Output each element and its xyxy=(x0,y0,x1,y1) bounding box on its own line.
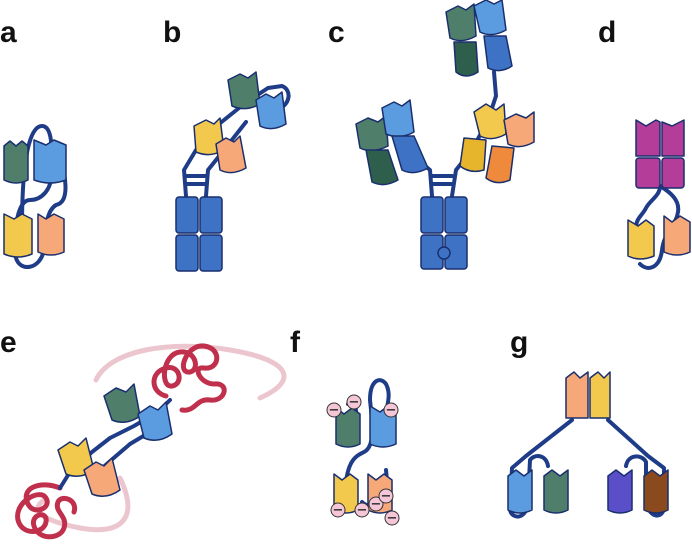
cl-domain-e xyxy=(83,457,121,497)
charge-7: − xyxy=(378,488,394,504)
construct-d xyxy=(627,119,691,270)
vh-domain-e xyxy=(103,383,141,423)
cl-domain-b xyxy=(215,135,247,174)
charge-7-symbol: − xyxy=(381,489,392,504)
charge-5-symbol: − xyxy=(357,503,368,518)
ch1-domain-c-right xyxy=(473,103,507,140)
knob-hole-c xyxy=(437,246,451,260)
cl-domain-d xyxy=(663,215,691,256)
vl-domain-b xyxy=(255,91,287,130)
panel-e: e xyxy=(0,326,287,540)
vl-domain-c-top xyxy=(473,0,507,36)
cl-domain-g xyxy=(565,371,589,419)
ch1-domain-d xyxy=(627,219,655,260)
vl-domain-c-left xyxy=(381,99,415,138)
charge-2-symbol: − xyxy=(349,395,360,410)
charge-3-symbol: − xyxy=(386,403,397,418)
panel-g: g xyxy=(507,326,669,519)
ch1-domain-a xyxy=(3,213,33,258)
magenta-domain-d4 xyxy=(661,157,685,189)
vh-domain-c-left xyxy=(355,115,389,152)
panel-label-g: g xyxy=(510,326,528,359)
charge-4: − xyxy=(330,502,346,518)
vh2-domain-c-top xyxy=(453,41,479,77)
vh-domain-f xyxy=(335,407,361,448)
linker-b xyxy=(182,84,291,198)
vh2-domain-c-left xyxy=(365,149,399,186)
panel-f: f − − − − − − − − xyxy=(290,326,400,526)
xten-coil-lower-e xyxy=(15,482,78,540)
panel-label-b: b xyxy=(163,16,181,49)
xten-faint-upper-e xyxy=(93,343,287,401)
charge-6-symbol: − xyxy=(371,497,382,512)
diabody-a xyxy=(3,124,68,269)
vh-domain-b xyxy=(227,71,261,110)
panel-label-c: c xyxy=(328,16,345,49)
fc-domain-b2 xyxy=(199,196,223,234)
fab-fc-b xyxy=(175,71,291,272)
charge-4-symbol: − xyxy=(333,503,344,518)
charge-8-symbol: − xyxy=(387,511,398,526)
panel-c: c xyxy=(328,0,535,270)
fc-domain-b3 xyxy=(175,234,199,272)
ch1-domain-g xyxy=(589,371,611,419)
panel-b: b xyxy=(163,16,291,272)
vl-domain-g xyxy=(507,469,533,514)
ch1b-domain-c-right xyxy=(459,137,487,173)
charge-3: − xyxy=(383,402,399,418)
linker-g xyxy=(508,418,666,519)
charge-1: − xyxy=(326,402,342,418)
xten-coil-upper-e xyxy=(151,343,227,413)
charge-6: − xyxy=(368,496,384,512)
cl-domain-c-right xyxy=(503,111,535,148)
charge-group-f: − − − − − − − − xyxy=(326,394,400,526)
vl2-domain-c-left xyxy=(391,135,429,174)
bispecific-igg-c xyxy=(355,0,535,270)
cl-domain-a xyxy=(37,213,65,256)
charged-diabody-f: − − − − − − − − xyxy=(326,378,400,526)
fc-domain-b4 xyxy=(199,234,223,272)
tandem-construct-g xyxy=(507,371,669,519)
charge-8: − xyxy=(384,510,400,526)
magenta-domain-d3 xyxy=(635,157,661,189)
charge-1-symbol: − xyxy=(329,403,340,418)
fc-domain-c2 xyxy=(444,196,468,234)
vl-domain-a xyxy=(33,139,67,184)
cl2-domain-c-right xyxy=(485,145,515,184)
vl2-domain-c-top xyxy=(483,35,513,72)
vh-domain-a xyxy=(3,140,29,184)
magenta-domain-d1 xyxy=(635,119,661,157)
panel-a: a xyxy=(0,16,68,269)
panel-label-e: e xyxy=(0,326,17,359)
charge-5: − xyxy=(354,502,370,518)
panel-label-d: d xyxy=(598,16,616,49)
vh-domain-g xyxy=(543,469,569,514)
fc-domain-c1 xyxy=(420,196,444,234)
panel-d: d xyxy=(598,16,691,270)
fc-domain-b1 xyxy=(175,196,199,234)
purple-domain-g xyxy=(607,469,633,514)
vh-domain-c-top xyxy=(445,3,477,42)
xten-diabody-e xyxy=(15,343,287,540)
magenta-domain-d2 xyxy=(661,119,685,157)
vl-domain-e xyxy=(137,401,173,441)
panel-label-a: a xyxy=(0,16,17,49)
charge-2: − xyxy=(346,394,362,410)
panel-label-f: f xyxy=(290,326,301,359)
brown-domain-g xyxy=(643,469,669,514)
